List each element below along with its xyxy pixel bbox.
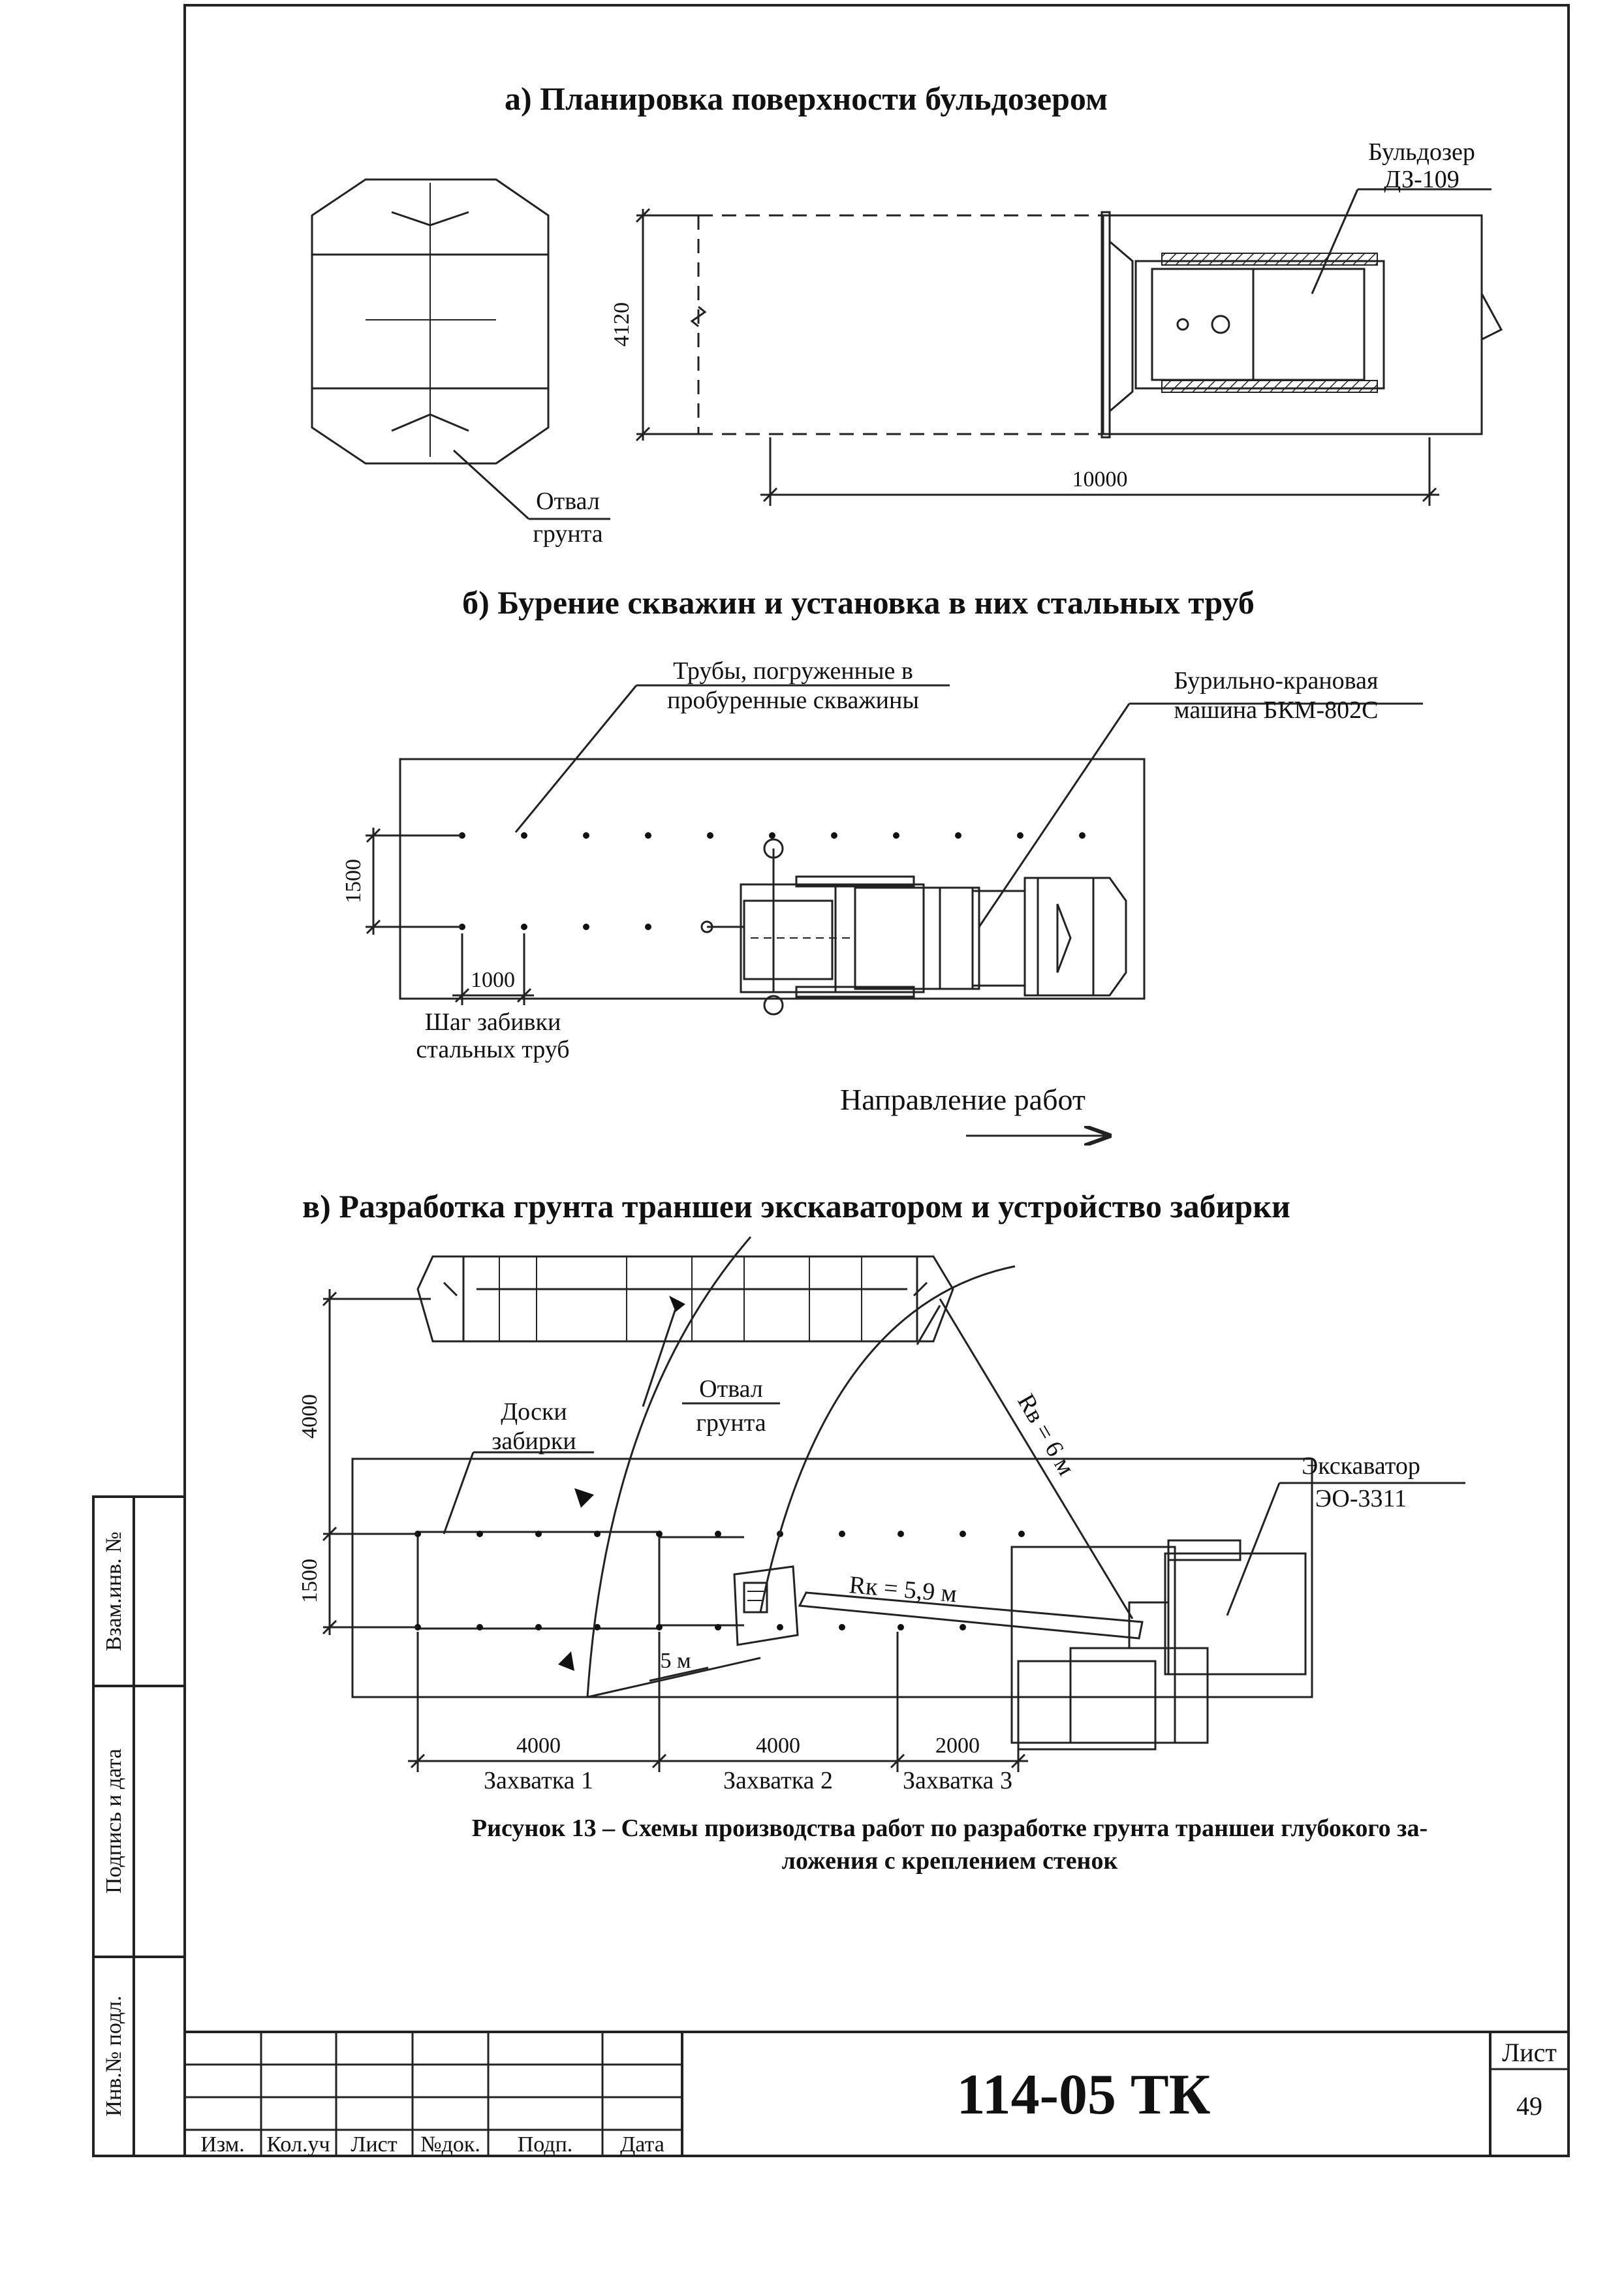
doc-code: 114-05 ТК — [957, 2063, 1211, 2127]
col-ndok: №док. — [420, 2132, 480, 2157]
dim-bottom-3: 2000 — [935, 1734, 980, 1758]
figure-caption-line-2: ложения с креплением стенок — [782, 1847, 1118, 1875]
boards-label-2: забирки — [492, 1427, 576, 1455]
dim-10000: 10000 — [760, 437, 1439, 506]
spoil-label-c-2: грунта — [696, 1409, 766, 1437]
bulldozer-dz109: Бульдозер ДЗ-109 — [1101, 138, 1491, 439]
stamp-inv-podl: Инв.№ подл. — [102, 1995, 126, 2116]
spoil-leader-c: Отвал грунта — [642, 1308, 780, 1437]
boards-leader: Доски забирки — [443, 1398, 594, 1535]
spoil-pile-c — [416, 1255, 954, 1343]
stamp-vzam-inv: Взам.инв. № — [102, 1531, 126, 1651]
drilling-machine-bkm802s — [707, 838, 1127, 1016]
excavator-eo3311: Экскаватор ЭО-3311 — [733, 1452, 1465, 1751]
trench-area — [351, 1458, 1313, 1698]
dim-1000: 1000 Шаг забивки стальных труб — [416, 933, 570, 1063]
planning-strip — [690, 214, 1503, 435]
dim-trench-text: 1500 — [298, 1559, 322, 1603]
radius-labels: Rв = 6 м Rк = 5,9 м — [848, 1390, 1080, 1608]
dim-bottom-2: 4000 — [756, 1734, 800, 1758]
machine-label-2: машина БКМ-802С — [1174, 696, 1379, 724]
spoil-label-a-2: грунта — [533, 520, 602, 548]
dim-bottom-1: 4000 — [516, 1734, 561, 1758]
col-izm: Изм. — [200, 2132, 245, 2157]
spoil-leader-a: Отвал грунта — [452, 449, 610, 548]
pipe-row-top — [459, 832, 1085, 839]
trench-pipes — [414, 1531, 1025, 1630]
sheet-frame — [92, 4, 1570, 2157]
pipes-label-2: пробуренные скважины — [667, 687, 919, 714]
section-a-title: а) Планировка поверхности бульдозером — [505, 80, 1108, 117]
bulldozer-label-2: ДЗ-109 — [1384, 166, 1460, 193]
section-c-title: в) Разработка грунта траншеи экскаваторо… — [302, 1188, 1290, 1224]
spoil-label-c-1: Отвал — [699, 1375, 763, 1403]
work-direction: Направление работ — [840, 1083, 1110, 1136]
drilling-area — [399, 758, 1146, 1000]
dim-4120-text: 4120 — [610, 302, 634, 347]
col-data: Дата — [620, 2132, 664, 2157]
pipes-label-1: Трубы, погруженные в — [673, 657, 913, 685]
pipes-leader: Трубы, погруженные в пробуренные скважин… — [514, 657, 950, 833]
stamp-podpis-data: Подпись и дата — [102, 1749, 126, 1894]
col-kol-uch: Кол.уч — [266, 2132, 330, 2157]
step-label-1: Шаг забивки — [425, 1008, 561, 1036]
title-block: Изм. Кол.уч Лист №док. Подп. Дата 114-05… — [185, 2031, 1569, 2157]
grip-1: Захватка 1 — [484, 1767, 593, 1794]
step-label-2: стальных труб — [416, 1036, 569, 1063]
grip-2: Захватка 2 — [723, 1767, 833, 1794]
sheet-label: Лист — [1502, 2038, 1557, 2067]
excavator-label-2: ЭО-3311 — [1315, 1485, 1407, 1512]
pipe-row-bottom — [459, 920, 713, 933]
spoil-label-a-1: Отвал — [536, 488, 600, 515]
figure-caption-line-1: Рисунок 13 – Схемы производства работ по… — [472, 1815, 1428, 1842]
excavator-label-1: Экскаватор — [1302, 1452, 1420, 1480]
dims-bottom-c: 4000 4000 2000 Захватка 1 Захватка 2 Зах… — [408, 1632, 1028, 1794]
sheet-number: 49 — [1516, 2091, 1542, 2121]
dim-5m-text: 5 м — [660, 1649, 691, 1673]
spoil-pile-a — [311, 178, 550, 465]
boards-label-1: Доски — [501, 1398, 567, 1426]
section-b-title: б) Бурение скважин и установка в них ста… — [462, 584, 1255, 621]
dim-10000-text: 10000 — [1072, 467, 1128, 491]
col-list: Лист — [351, 2132, 397, 2157]
dim-1000-text: 1000 — [471, 968, 515, 992]
dim-1500-b-text: 1500 — [341, 859, 366, 903]
machine-leader: Бурильно-крановая машина БКМ-802С — [978, 667, 1423, 928]
grip-3: Захватка 3 — [903, 1767, 1012, 1794]
machine-label-1: Бурильно-крановая — [1174, 667, 1379, 694]
dim-spoil-text: 4000 — [298, 1394, 322, 1439]
dim-4000-c-left: 4000 1500 — [298, 1289, 431, 1635]
direction-label: Направление работ — [840, 1083, 1085, 1116]
side-stamp: Инв.№ подл. Подпись и дата Взам.инв. № — [102, 1531, 126, 2116]
col-podp: Подп. — [518, 2132, 573, 2157]
dim-4120: 4120 — [610, 208, 698, 442]
dim-5m: 5 м — [587, 1649, 761, 1698]
swing-arcs — [558, 1236, 1134, 1698]
bulldozer-label-1: Бульдозер — [1368, 138, 1475, 166]
dim-1500-b: 1500 — [341, 828, 462, 935]
radius-rk: Rк = 5,9 м — [848, 1571, 958, 1608]
